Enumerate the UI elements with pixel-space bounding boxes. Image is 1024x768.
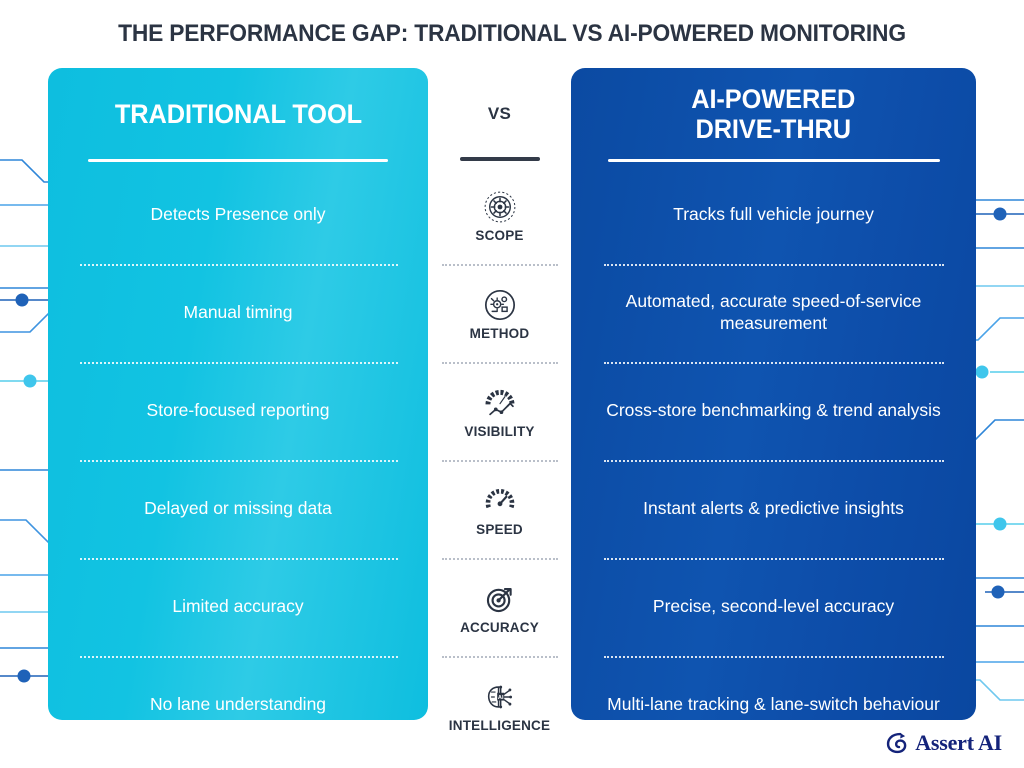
traditional-cell-text: Manual timing bbox=[183, 302, 293, 323]
traditional-cell-text: No lane understanding bbox=[149, 694, 327, 715]
gauge-trend-icon bbox=[480, 384, 520, 422]
criterion-cell: AI INTELLIGENCE bbox=[428, 656, 571, 754]
assert-ai-swirl-icon bbox=[887, 732, 907, 754]
criterion-cell: ACCURACY bbox=[428, 558, 571, 656]
row-separator-center bbox=[442, 460, 558, 464]
column-header-ai-powered-label: AI-POWERED DRIVE-THRU bbox=[691, 84, 855, 144]
row-separator-right bbox=[604, 656, 944, 660]
traditional-cell-text: Store-focused reporting bbox=[146, 400, 330, 421]
traditional-cell: Limited accuracy bbox=[48, 558, 428, 656]
row-separator-center bbox=[442, 362, 558, 366]
ai-powered-cell: Automated, accurate speed-of-service mea… bbox=[571, 264, 976, 362]
ai-powered-cell: Precise, second-level accuracy bbox=[571, 558, 976, 656]
header-rule-center bbox=[460, 157, 540, 161]
vs-label: VS bbox=[487, 104, 512, 124]
brand-logo-text: Assert AI bbox=[915, 730, 1002, 755]
gears-process-icon bbox=[480, 286, 520, 324]
ai-powered-cell-text: Instant alerts & predictive insights bbox=[643, 498, 904, 519]
row-separator-center bbox=[442, 656, 558, 660]
traditional-cell: Delayed or missing data bbox=[48, 460, 428, 558]
radar-scope-icon bbox=[480, 188, 520, 226]
criterion-label: SCOPE bbox=[475, 227, 524, 243]
ai-powered-panel bbox=[571, 68, 976, 720]
ai-powered-cell-text: Cross-store benchmarking & trend analysi… bbox=[606, 400, 941, 421]
traditional-cell: Store-focused reporting bbox=[48, 362, 428, 460]
ai-powered-cell: Cross-store benchmarking & trend analysi… bbox=[571, 362, 976, 460]
center-divider-column bbox=[428, 68, 571, 748]
row-separator-center bbox=[442, 264, 558, 268]
comparison-row: Manual timing METHOD Automated, accurate … bbox=[48, 264, 976, 362]
ai-brain-icon: AI bbox=[480, 678, 520, 716]
row-separator-right bbox=[604, 558, 944, 562]
ai-powered-cell-text: Tracks full vehicle journey bbox=[673, 204, 874, 225]
ai-powered-line-1: AI-POWERED bbox=[691, 83, 856, 114]
comparison-board: TRADITIONAL TOOL VS AI-POWERED DRIVE-THR… bbox=[48, 68, 976, 748]
comparison-row: Detects Presence only SCOPE Tracks full v… bbox=[48, 166, 976, 264]
criterion-label: INTELLIGENCE bbox=[448, 717, 551, 733]
ai-powered-cell: Multi-lane tracking & lane-switch behavi… bbox=[571, 656, 976, 754]
row-separator-left bbox=[80, 362, 398, 366]
row-separator-right bbox=[604, 264, 944, 268]
row-separator-left bbox=[80, 656, 398, 660]
ai-powered-cell-text: Precise, second-level accuracy bbox=[652, 596, 895, 617]
row-separator-left bbox=[80, 460, 398, 464]
traditional-cell-text: Limited accuracy bbox=[172, 596, 304, 617]
criterion-cell: VISIBILITY bbox=[428, 362, 571, 460]
column-header-traditional-label: TRADITIONAL TOOL bbox=[114, 98, 362, 129]
target-dart-icon bbox=[480, 580, 520, 618]
speedometer-icon bbox=[480, 482, 520, 520]
column-header-vs: VS bbox=[428, 68, 571, 160]
header-rule-right bbox=[608, 159, 940, 162]
traditional-cell: Detects Presence only bbox=[48, 166, 428, 264]
comparison-row: Limited accuracy ACCURACY Precise, second… bbox=[48, 558, 976, 656]
row-separator-left bbox=[80, 558, 398, 562]
page-title: THE PERFORMANCE GAP: TRADITIONAL VS AI-P… bbox=[118, 20, 906, 47]
criterion-cell: SPEED bbox=[428, 460, 571, 558]
criterion-label: METHOD bbox=[469, 325, 530, 341]
traditional-cell-text: Delayed or missing data bbox=[144, 498, 332, 519]
svg-text:AI: AI bbox=[497, 695, 503, 701]
column-header-ai-powered: AI-POWERED DRIVE-THRU bbox=[571, 68, 976, 160]
ai-powered-cell: Tracks full vehicle journey bbox=[571, 166, 976, 264]
traditional-tool-panel bbox=[48, 68, 428, 720]
traditional-cell: Manual timing bbox=[48, 264, 428, 362]
row-separator-right bbox=[604, 460, 944, 464]
criterion-cell: SCOPE bbox=[428, 166, 571, 264]
row-separator-right bbox=[604, 362, 944, 366]
criterion-label: ACCURACY bbox=[460, 619, 539, 635]
criterion-cell: METHOD bbox=[428, 264, 571, 362]
ai-powered-cell: Instant alerts & predictive insights bbox=[571, 460, 976, 558]
row-separator-left bbox=[80, 264, 398, 268]
header-rule-left bbox=[88, 159, 388, 162]
criterion-label: SPEED bbox=[476, 521, 523, 537]
comparison-row: Store-focused reporting VISIBILITY Cross-… bbox=[48, 362, 976, 460]
column-header-traditional: TRADITIONAL TOOL bbox=[48, 68, 428, 160]
traditional-cell: No lane understanding bbox=[48, 656, 428, 754]
criterion-label: VISIBILITY bbox=[464, 423, 535, 439]
ai-powered-line-2: DRIVE-THRU bbox=[695, 114, 852, 144]
brand-logo: Assert AI bbox=[884, 730, 1002, 756]
traditional-cell-text: Detects Presence only bbox=[150, 204, 326, 225]
ai-powered-cell-text: Multi-lane tracking & lane-switch behavi… bbox=[607, 694, 940, 715]
ai-powered-cell-text: Automated, accurate speed-of-service mea… bbox=[625, 291, 922, 333]
row-separator-center bbox=[442, 558, 558, 562]
comparison-row: Delayed or missing data SPEED Instant ale… bbox=[48, 460, 976, 558]
comparison-row: No lane understanding AI INTELLIGENCE Mul… bbox=[48, 656, 976, 754]
